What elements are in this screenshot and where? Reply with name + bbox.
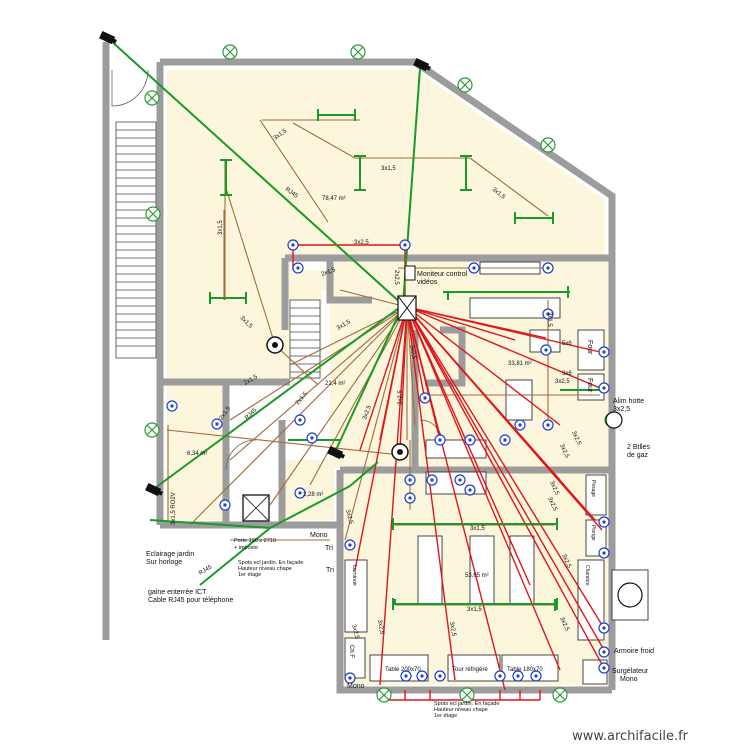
cable-label: 3x2,5 [558, 443, 570, 459]
label-table-1: Table 200x70 [385, 667, 421, 673]
cable-label: 3x2,5 [376, 619, 385, 635]
area-garage: 53,65 m² [465, 573, 489, 579]
cable-label: 3x2,5 [344, 509, 354, 525]
label-table-2: Tour réfrigéré [452, 667, 488, 673]
label-porte-2: + imposte [234, 545, 258, 551]
cable-label: 3x2,5 [362, 404, 373, 420]
cable-label: 2x1,5 [321, 267, 337, 278]
cable-label: 3x1,5 [467, 607, 482, 613]
label-horloge: Sur horloge [146, 559, 182, 566]
cable-label: 3x2,5 [555, 379, 570, 385]
label-armoire: Armoire froid [614, 648, 654, 655]
cables-red [292, 244, 606, 701]
staircase-middle [289, 299, 321, 379]
cable-label: 3x6 [562, 371, 572, 377]
cable-label: 3x2,5 [354, 240, 369, 246]
floor-main [167, 70, 605, 380]
label-mono-right: Mono [620, 676, 638, 683]
cable-label: 3x1,5 [470, 526, 485, 532]
cable-label: 2x2,5 [393, 270, 399, 285]
label-gas: 2 Btlles [627, 444, 650, 451]
label-spots-2: Spots ecl jardin. En façade [434, 701, 499, 707]
label-tri-2: Tri [326, 567, 334, 574]
label-gaine: gaine enterrée ICT [148, 589, 207, 596]
area-kitchen: 33,81 m² [508, 361, 532, 367]
label-eclairage: Eclairage jardin [146, 551, 194, 558]
label-plonge: Plonge [590, 525, 596, 541]
cable-label: 5x6 [562, 341, 572, 347]
floor-areas [167, 70, 612, 685]
floor-wc [282, 460, 334, 520]
label-four-2: Four [586, 378, 593, 393]
label-tri-1: Tri [325, 545, 333, 552]
label-ch-f: Ch F [348, 645, 354, 658]
label-monitor-2: vidéos [417, 279, 438, 286]
label-porte: Porte 190 x 2710 [234, 538, 276, 544]
area-wc: 2,28 m² [303, 492, 323, 498]
electrical-panel [266, 265, 643, 608]
staircase-left [115, 121, 157, 359]
cable-label: 3x2,5 [548, 480, 560, 496]
cable-label: 3x1,5 [218, 220, 224, 235]
label-table-3: Table 180x70 [507, 667, 543, 673]
cable-label: 3x2,5 [350, 624, 360, 640]
cable-label: 3x2,5 [570, 430, 582, 446]
label-laminoir: Laminoir [351, 565, 357, 586]
cable-label: 3x1,5 RO2V [171, 492, 177, 525]
label-cable-rj45: Cable RJ45 pour téléphone [148, 597, 233, 604]
label-spots-2b: Hauteur niveau chape [434, 707, 488, 713]
label-mono-mid: Mono [310, 532, 328, 539]
label-hotte-val: 3x2,5 [613, 406, 630, 413]
label-four-1: Four [586, 340, 593, 355]
watermark: www.archifacile.fr [572, 729, 688, 744]
label-monitor: Moniteur control [417, 271, 468, 278]
label-spots-2c: 1er étage [434, 713, 457, 719]
label-mono-bottom: Mono [347, 683, 365, 690]
area-main: 78,47 m² [322, 196, 346, 202]
label-chambre: Chambre [584, 565, 590, 586]
label-gas-2: de gaz [627, 452, 649, 459]
cable-label: 3x2,5 [398, 390, 404, 405]
label-hotte: Alim hotte [613, 398, 644, 405]
cable-label: 3x2,5 [546, 496, 558, 512]
area-hall: 21,4 m² [325, 381, 345, 387]
label-spots-1c: 1er étage [238, 572, 261, 578]
label-surgelateur: Surgélateur [612, 668, 649, 675]
cable-label: 3x1,5 [546, 312, 552, 327]
cable-label: 3x2,5 [448, 621, 457, 637]
cable-label: 3x2,5 [560, 553, 572, 569]
label-spots-1b: Hauteur niveau chape [238, 566, 292, 572]
cable-label: 3x2,5 [558, 616, 570, 632]
cable-label: 3x2,5 [408, 344, 417, 360]
area-small: 6,34 m² [187, 451, 207, 457]
cable-label: 3x1,5 [381, 166, 396, 172]
label-spots-1: Spots ecl jardin. En façade [238, 560, 303, 566]
label-pesage: Pesage [590, 480, 596, 497]
